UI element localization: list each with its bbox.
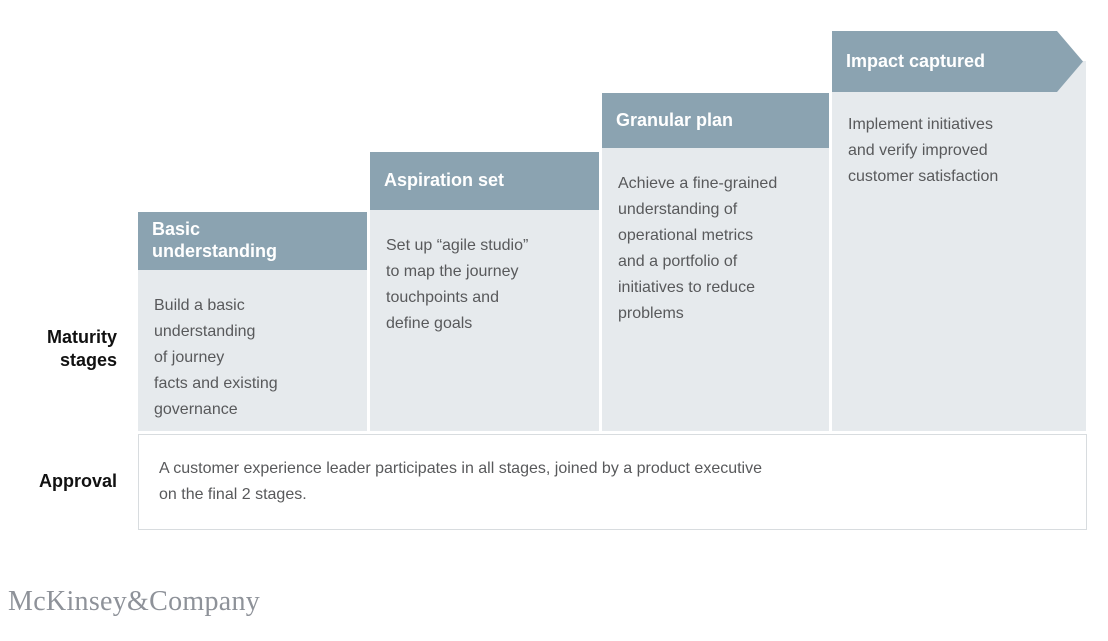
stage-title: Impact captured [846,50,986,71]
stage-description: Achieve a fine-grained understanding of … [602,148,829,431]
stage-header: Basic understanding [138,212,367,270]
stage-header-arrow: Impact captured [832,31,1083,92]
approval-box: A customer experience leader participate… [138,434,1087,530]
stage-description: Set up “agile studio” to map the journey… [370,210,599,431]
stage-granular-plan: Granular plan Achieve a fine-grained und… [602,31,829,431]
stage-impact-captured: Impact captured Implement initiatives an… [832,31,1086,431]
stage-description: Build a basic understanding of journey f… [138,270,367,431]
approval-label: Approval [38,471,117,492]
stage-title: Aspiration set [384,170,505,191]
stage-description: Implement initiatives and verify improve… [832,61,1086,431]
maturity-exhibit: Maturity stages Basic understanding Buil… [0,31,1108,641]
stage-header: Aspiration set [370,152,599,210]
stage-aspiration-set: Aspiration set Set up “agile studio” to … [370,31,599,431]
mckinsey-company-logo: McKinsey&Company [8,586,261,617]
stage-title: Basic understanding [152,219,277,261]
stage-title: Granular plan [616,109,734,130]
stage-basic-understanding: Basic understanding Build a basic unders… [138,31,367,431]
approval-row: Approval A customer experience leader pa… [0,434,1108,530]
stage-header: Granular plan [602,93,829,148]
maturity-stages-label: Maturity stages [46,327,117,371]
approval-note: A customer experience leader participate… [159,460,763,503]
maturity-stages-row: Maturity stages Basic understanding Buil… [0,31,1108,431]
